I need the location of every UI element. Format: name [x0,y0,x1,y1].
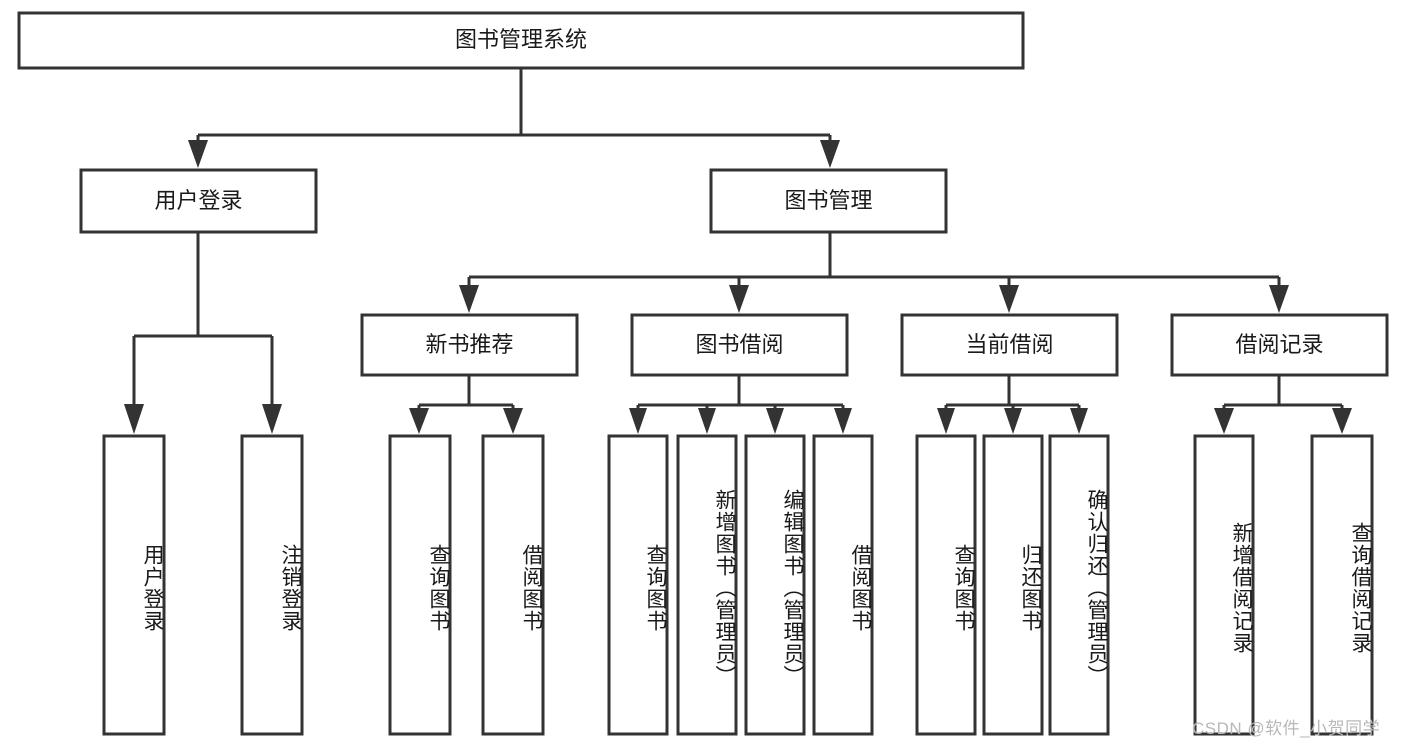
node-box-leaf_8[interactable] [915,434,977,736]
node-box-leaf_1[interactable] [240,434,304,736]
node-box-leaf_9[interactable] [982,434,1044,736]
arrow-newbooks-leaf-1 [409,408,429,434]
arrow-bookborrow-leaf-1 [629,408,647,434]
node-box-leaf_7[interactable] [812,434,874,736]
node-box-l1_0[interactable] [79,168,318,234]
node-box-leaf_12[interactable] [1310,434,1374,736]
arrow-bookmgmt-borrow [729,285,749,313]
arrow-userlogin-leaf-2 [262,404,282,434]
arrow-records-leaf-1 [1214,408,1234,434]
node-box-leaf_10[interactable] [1048,434,1110,736]
node-box-root[interactable] [17,11,1025,70]
arrow-root-to-user-login [188,140,208,168]
node-box-leaf_2[interactable] [388,434,452,736]
csdn-watermark: CSDN @软件_小贺同学 [1192,719,1381,738]
arrow-newbooks-leaf-2 [503,408,523,434]
arrow-current-leaf-2 [1004,408,1022,434]
connector-layer [124,68,1352,434]
node-box-leaf_6[interactable] [744,434,806,736]
node-box-l2_3[interactable] [1170,313,1389,377]
arrow-records-leaf-2 [1332,408,1352,434]
node-box-l1_1[interactable] [709,168,948,234]
node-box-leaf_0[interactable] [102,434,166,736]
node-box-l2_0[interactable] [360,313,579,377]
node-box-l2_1[interactable] [630,313,849,377]
node-box-leaf_4[interactable] [607,434,669,736]
arrow-bookborrow-leaf-4 [834,408,852,434]
node-box-leaf_5[interactable] [676,434,738,736]
arrow-userlogin-leaf-1 [124,404,144,434]
node-box-leaf_11[interactable] [1193,434,1255,736]
arrow-bookmgmt-records [1269,285,1289,313]
arrow-bookborrow-leaf-2 [698,408,716,434]
arrow-bookmgmt-new-books [459,285,479,313]
node-box-l2_2[interactable] [900,313,1119,377]
arrow-current-leaf-1 [937,408,955,434]
arrow-root-to-book-mgmt [820,140,840,168]
node-box-leaf_3[interactable] [481,434,545,736]
arrow-current-leaf-3 [1070,408,1088,434]
arrow-bookborrow-leaf-3 [766,408,784,434]
arrow-bookmgmt-current [999,285,1019,313]
node-box-layer [17,11,1389,736]
